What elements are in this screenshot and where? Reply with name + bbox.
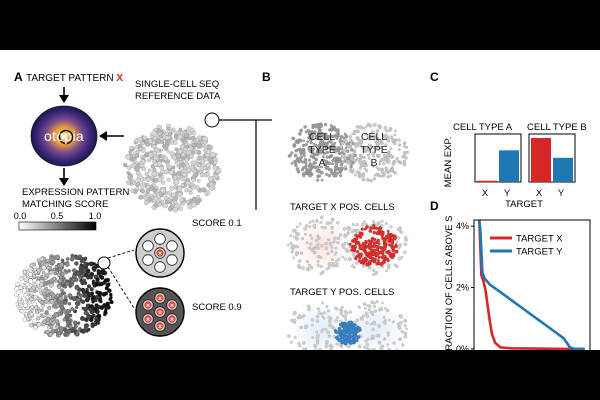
score-zoom-circle — [97, 256, 111, 270]
ytick-label: 4% — [456, 221, 469, 231]
zoom-cell — [166, 254, 178, 266]
bar-a-y — [499, 150, 519, 182]
cell-marker — [156, 249, 164, 257]
ytick-label: 0% — [456, 344, 469, 350]
target-x-cells-label: TARGET X POS. CELLS — [290, 202, 395, 213]
target-pattern-prefix: TARGET PATTERN — [26, 73, 114, 84]
cell-type-a-l3: A — [318, 157, 325, 169]
cell-type-b-l2: TYPE — [360, 144, 387, 156]
score-title-line1: EXPRESSION PATTERN — [22, 187, 129, 198]
cell-marker — [156, 294, 164, 302]
zoom-cell — [142, 254, 154, 266]
bar-a-x — [477, 180, 497, 183]
cell-marker — [168, 301, 176, 309]
panel-label-a: A — [14, 70, 23, 84]
reference-data-line1: SINGLE-CELL SEQ — [135, 79, 219, 90]
score-high-label: SCORE 0.9 — [192, 302, 242, 313]
score-high-zoom: × × × × × × × — [135, 287, 185, 337]
cell-x-mark: × — [158, 309, 162, 316]
panel-c-xlabel: TARGET — [505, 199, 543, 210]
panel-b-target-y — [287, 300, 409, 361]
cell-type-b-l3: B — [370, 157, 377, 169]
connector-to-panel-b — [219, 119, 257, 210]
figure-svg: A TARGET PATTERN X otopia SINGLE-CELL SE… — [14, 70, 591, 383]
score-low-zoom: × — [135, 228, 185, 278]
fraction-chart: 0%2%4%0.00.51.0EXP. PATT. MATCH. SCORE S… — [444, 216, 591, 383]
tick-a-y: Y — [504, 188, 511, 199]
score-umap — [14, 253, 114, 338]
panel-c-axes-a — [474, 133, 522, 183]
cell-marker — [144, 301, 152, 309]
colorbar-tick-0: 0.0 — [14, 211, 27, 221]
target-y-cells-label: TARGET Y POS. CELLS — [290, 287, 394, 298]
figure-canvas: A TARGET PATTERN X otopia SINGLE-CELL SE… — [0, 50, 600, 383]
cell-type-a-l1: CELL — [309, 131, 335, 143]
cell-marker — [168, 315, 176, 323]
cell-x-mark: × — [170, 316, 174, 323]
legend-label-x: TARGET X — [516, 234, 563, 245]
colorbar — [18, 221, 97, 231]
target-pattern-label: TARGET PATTERN X — [26, 73, 123, 84]
panel-label-d: D — [430, 199, 439, 213]
panel-b-celltypes: CELL TYPE A CELL TYPE B — [287, 122, 409, 183]
cell-x-mark: × — [170, 302, 174, 309]
cell-x-mark: × — [146, 316, 150, 323]
cell-x-mark: × — [158, 295, 162, 302]
cell-marker — [156, 322, 164, 330]
target-pattern-x: X — [116, 73, 123, 84]
reference-umap — [123, 123, 222, 213]
tick-b-y: Y — [558, 188, 565, 199]
cell-x-mark: × — [146, 302, 150, 309]
panel-c-ylabel: MEAN EXP. — [443, 137, 454, 188]
cell-type-b-l1: CELL — [361, 131, 387, 143]
panel-label-b: B — [262, 70, 271, 84]
panel-c-axes-b — [528, 133, 576, 183]
otopia-logo: otopia — [30, 105, 98, 167]
colorbar-tick-1: 0.5 — [51, 211, 64, 221]
bar-b-x — [531, 138, 551, 182]
panel-b-target-x — [286, 215, 409, 276]
cell-type-a-title: CELL TYPE A — [453, 122, 513, 133]
zoom-cell — [154, 261, 166, 273]
cell-type-b-title: CELL TYPE B — [527, 122, 587, 133]
zoom-cell — [154, 233, 166, 245]
chart-d-ylabel: FRACTION OF CELLS ABOVE S — [444, 216, 455, 350]
reference-data-line2: REFERENCE DATA — [135, 91, 221, 102]
arrowhead-left-icon — [99, 131, 107, 141]
legend-label-y: TARGET Y — [516, 247, 563, 258]
series-line-target-y — [478, 220, 585, 351]
zoom-line-2 — [107, 266, 135, 309]
tick-b-x: X — [536, 188, 543, 199]
zoom-cell — [142, 240, 154, 252]
tick-a-x: X — [482, 188, 489, 199]
arrowhead-down-icon — [59, 95, 69, 103]
cell-marker — [156, 308, 164, 316]
zoom-cell — [166, 240, 178, 252]
score-low-label: SCORE 0.1 — [192, 218, 242, 229]
bar-b-y — [553, 157, 573, 182]
panel-label-c: C — [430, 70, 439, 84]
cell-x-mark: × — [158, 250, 162, 257]
series-line-target-x — [478, 220, 585, 351]
colorbar-ticks: 0.0 0.5 1.0 — [14, 211, 102, 221]
cell-x-mark: × — [158, 323, 162, 330]
arrowhead-down-2-icon — [59, 178, 69, 186]
cell-type-a-l2: TYPE — [308, 144, 335, 156]
score-title-line2: MATCHING SCORE — [22, 199, 108, 210]
otopia-logo-text: otopia — [44, 128, 84, 144]
colorbar-tick-2: 1.0 — [89, 211, 102, 221]
zoom-line-1 — [107, 249, 135, 259]
ytick-label: 2% — [456, 283, 469, 293]
reference-zoom-circle — [204, 112, 220, 128]
cell-marker — [144, 315, 152, 323]
